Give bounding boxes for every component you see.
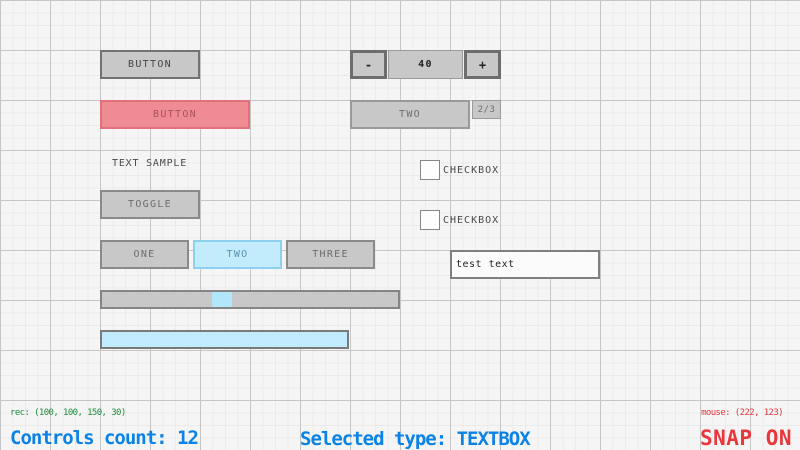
spinner-decrement-button[interactable]: - <box>350 50 387 79</box>
checkbox-label: CHECKBOX <box>443 164 500 176</box>
spinner-increment-button[interactable]: + <box>464 50 501 79</box>
checkbox-label: CHECKBOX <box>443 214 500 226</box>
spinner-value[interactable]: 40 <box>388 50 463 79</box>
slider-control[interactable] <box>100 290 400 309</box>
checkbox-box[interactable] <box>420 210 440 230</box>
toggle-group-item-three[interactable]: THREE <box>286 240 375 269</box>
toggle-control[interactable]: TOGGLE <box>100 190 200 219</box>
snap-mode-indicator: SNAP ON <box>699 426 792 450</box>
progressbar-control[interactable] <box>100 330 349 349</box>
selected-type-readout: Selected type: TEXTBOX <box>300 428 531 450</box>
toggle-group-item-one[interactable]: ONE <box>100 240 189 269</box>
text-sample-label: TEXT SAMPLE <box>112 158 188 169</box>
toggle-group-item-two[interactable]: TWO <box>193 240 282 269</box>
button-control[interactable]: BUTTON <box>100 50 200 79</box>
slider-handle[interactable] <box>212 292 232 307</box>
selected-button-control[interactable]: BUTTON <box>100 100 250 129</box>
checkbox-box[interactable] <box>420 160 440 180</box>
combobox-counter[interactable]: 2/3 <box>472 100 501 119</box>
combobox-control[interactable]: TWO <box>350 100 470 129</box>
textbox-control[interactable]: test text <box>450 250 600 279</box>
controls-count-readout: Controls count: 12 <box>10 427 199 449</box>
mouse-position-readout: mouse: (222, 123) <box>701 408 784 418</box>
selected-rec-readout: rec: (100, 100, 150, 30) <box>10 408 126 418</box>
spinner-control[interactable]: - 40 + <box>350 50 501 79</box>
